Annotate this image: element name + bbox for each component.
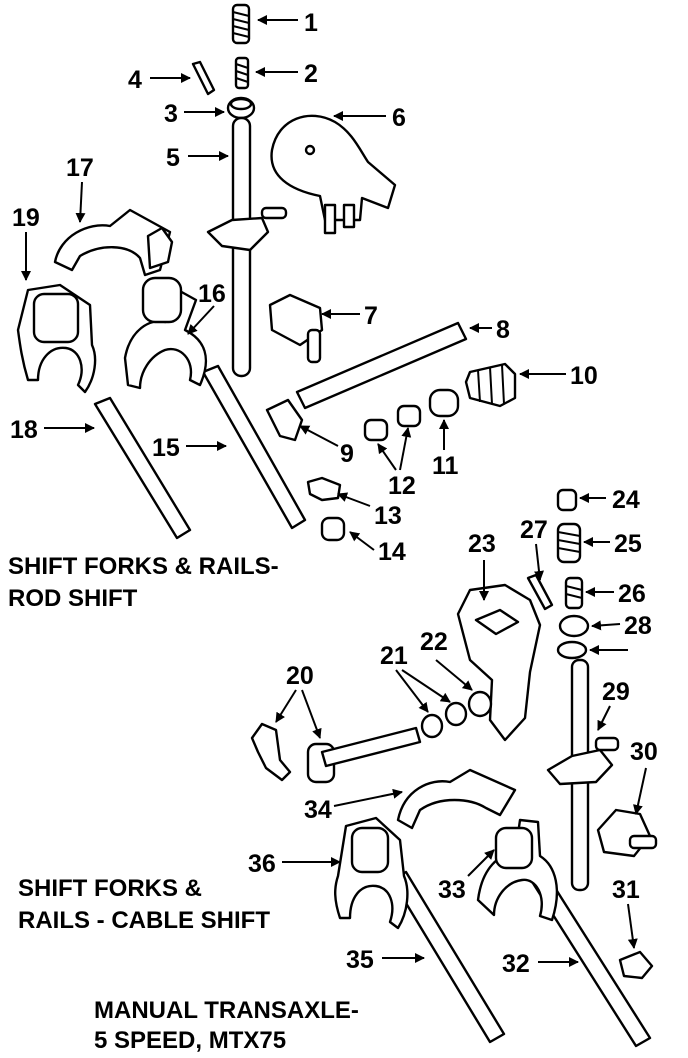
callout-3: 3 bbox=[164, 100, 178, 128]
part-2-spring bbox=[234, 56, 250, 90]
callout-7: 7 bbox=[364, 302, 378, 330]
callout-12: 12 bbox=[388, 472, 416, 500]
part-1-spring bbox=[231, 3, 251, 45]
part-26-spring bbox=[564, 576, 584, 610]
callout-1: 1 bbox=[304, 9, 318, 37]
callout-2: 2 bbox=[304, 60, 318, 88]
callout-8: 8 bbox=[496, 316, 510, 344]
part-4-pin bbox=[191, 60, 216, 96]
caption-rod-shift-line1: SHIFT FORKS & RAILS- bbox=[8, 553, 279, 580]
part-8-rail bbox=[295, 321, 468, 410]
part-21-washers bbox=[420, 701, 468, 739]
callout-26: 26 bbox=[618, 580, 646, 608]
part-5-shift-shaft bbox=[206, 116, 288, 378]
callout-16: 16 bbox=[198, 280, 226, 308]
part-19-shift-fork bbox=[16, 283, 97, 394]
part-3-bushing bbox=[226, 96, 256, 120]
part-31-bolt bbox=[618, 950, 654, 980]
callout-5: 5 bbox=[166, 144, 180, 172]
part-20-linkage bbox=[250, 722, 422, 784]
callout-30: 30 bbox=[630, 738, 658, 766]
part-30-block bbox=[596, 808, 658, 858]
callout-36: 36 bbox=[248, 850, 276, 878]
callout-33: 33 bbox=[438, 876, 466, 904]
callout-22: 22 bbox=[420, 628, 448, 656]
callout-32: 32 bbox=[502, 950, 530, 978]
callout-25: 25 bbox=[614, 530, 642, 558]
callout-35: 35 bbox=[346, 946, 374, 974]
part-24-cap bbox=[556, 488, 578, 512]
caption-cable-shift-line2: RAILS - CABLE SHIFT bbox=[18, 907, 270, 934]
part-33-fork bbox=[476, 818, 559, 922]
part-14-sleeve bbox=[320, 516, 346, 542]
part-10-boot bbox=[464, 362, 517, 408]
captions: SHIFT FORKS & RAILS- ROD SHIFT SHIFT FOR… bbox=[8, 553, 359, 1054]
caption-cable-shift-line1: SHIFT FORKS & bbox=[18, 875, 202, 902]
part-29-shift-shaft bbox=[546, 658, 620, 892]
part-13-clip bbox=[306, 476, 342, 502]
part-11-bushing bbox=[428, 388, 460, 418]
part-25-spring bbox=[556, 522, 582, 564]
callout-27: 27 bbox=[520, 516, 548, 544]
callout-31: 31 bbox=[612, 876, 640, 904]
part-28-bushing bbox=[558, 614, 590, 638]
part-22-bushing bbox=[467, 690, 493, 718]
part-15-rail bbox=[201, 364, 307, 530]
callout-13: 13 bbox=[374, 502, 402, 530]
part-6-cover bbox=[270, 114, 397, 235]
callout-6: 6 bbox=[392, 104, 406, 132]
callout-4: 4 bbox=[128, 66, 142, 94]
part-27-pin bbox=[526, 573, 554, 611]
callout-15: 15 bbox=[152, 434, 180, 462]
part-17-shift-fork bbox=[53, 208, 174, 277]
callout-28: 28 bbox=[624, 612, 652, 640]
part-23-housing bbox=[456, 583, 542, 742]
callout-34: 34 bbox=[304, 796, 332, 824]
part-36-fork bbox=[334, 816, 409, 930]
part-12-bushings bbox=[363, 404, 422, 442]
callout-9: 9 bbox=[340, 440, 354, 468]
part-9-interlock bbox=[265, 398, 304, 442]
o-ring bbox=[556, 640, 588, 660]
callout-23: 23 bbox=[468, 530, 496, 558]
callout-10: 10 bbox=[570, 362, 598, 390]
caption-rod-shift-line2: ROD SHIFT bbox=[8, 585, 138, 612]
callout-14: 14 bbox=[378, 538, 406, 566]
callout-18: 18 bbox=[10, 416, 38, 444]
part-34-fork bbox=[396, 768, 517, 830]
callout-29: 29 bbox=[602, 678, 630, 706]
part-16-shift-fork bbox=[123, 276, 208, 390]
diagram-title-line1: MANUAL TRANSAXLE- bbox=[94, 997, 359, 1024]
leader-lines bbox=[21, 15, 647, 967]
part-18-rail bbox=[93, 396, 192, 540]
part-7-shift-block bbox=[268, 293, 324, 364]
callout-17: 17 bbox=[66, 154, 94, 182]
callout-21: 21 bbox=[380, 642, 408, 670]
diagram-title-line2: 5 SPEED, MTX75 bbox=[94, 1027, 286, 1054]
callout-11: 11 bbox=[432, 452, 459, 480]
callout-19: 19 bbox=[12, 204, 40, 232]
callout-20: 20 bbox=[286, 662, 314, 690]
callout-24: 24 bbox=[612, 486, 640, 514]
callout-numbers: 1 2 3 4 5 6 7 8 9 10 11 12 13 14 15 16 1… bbox=[10, 9, 658, 978]
